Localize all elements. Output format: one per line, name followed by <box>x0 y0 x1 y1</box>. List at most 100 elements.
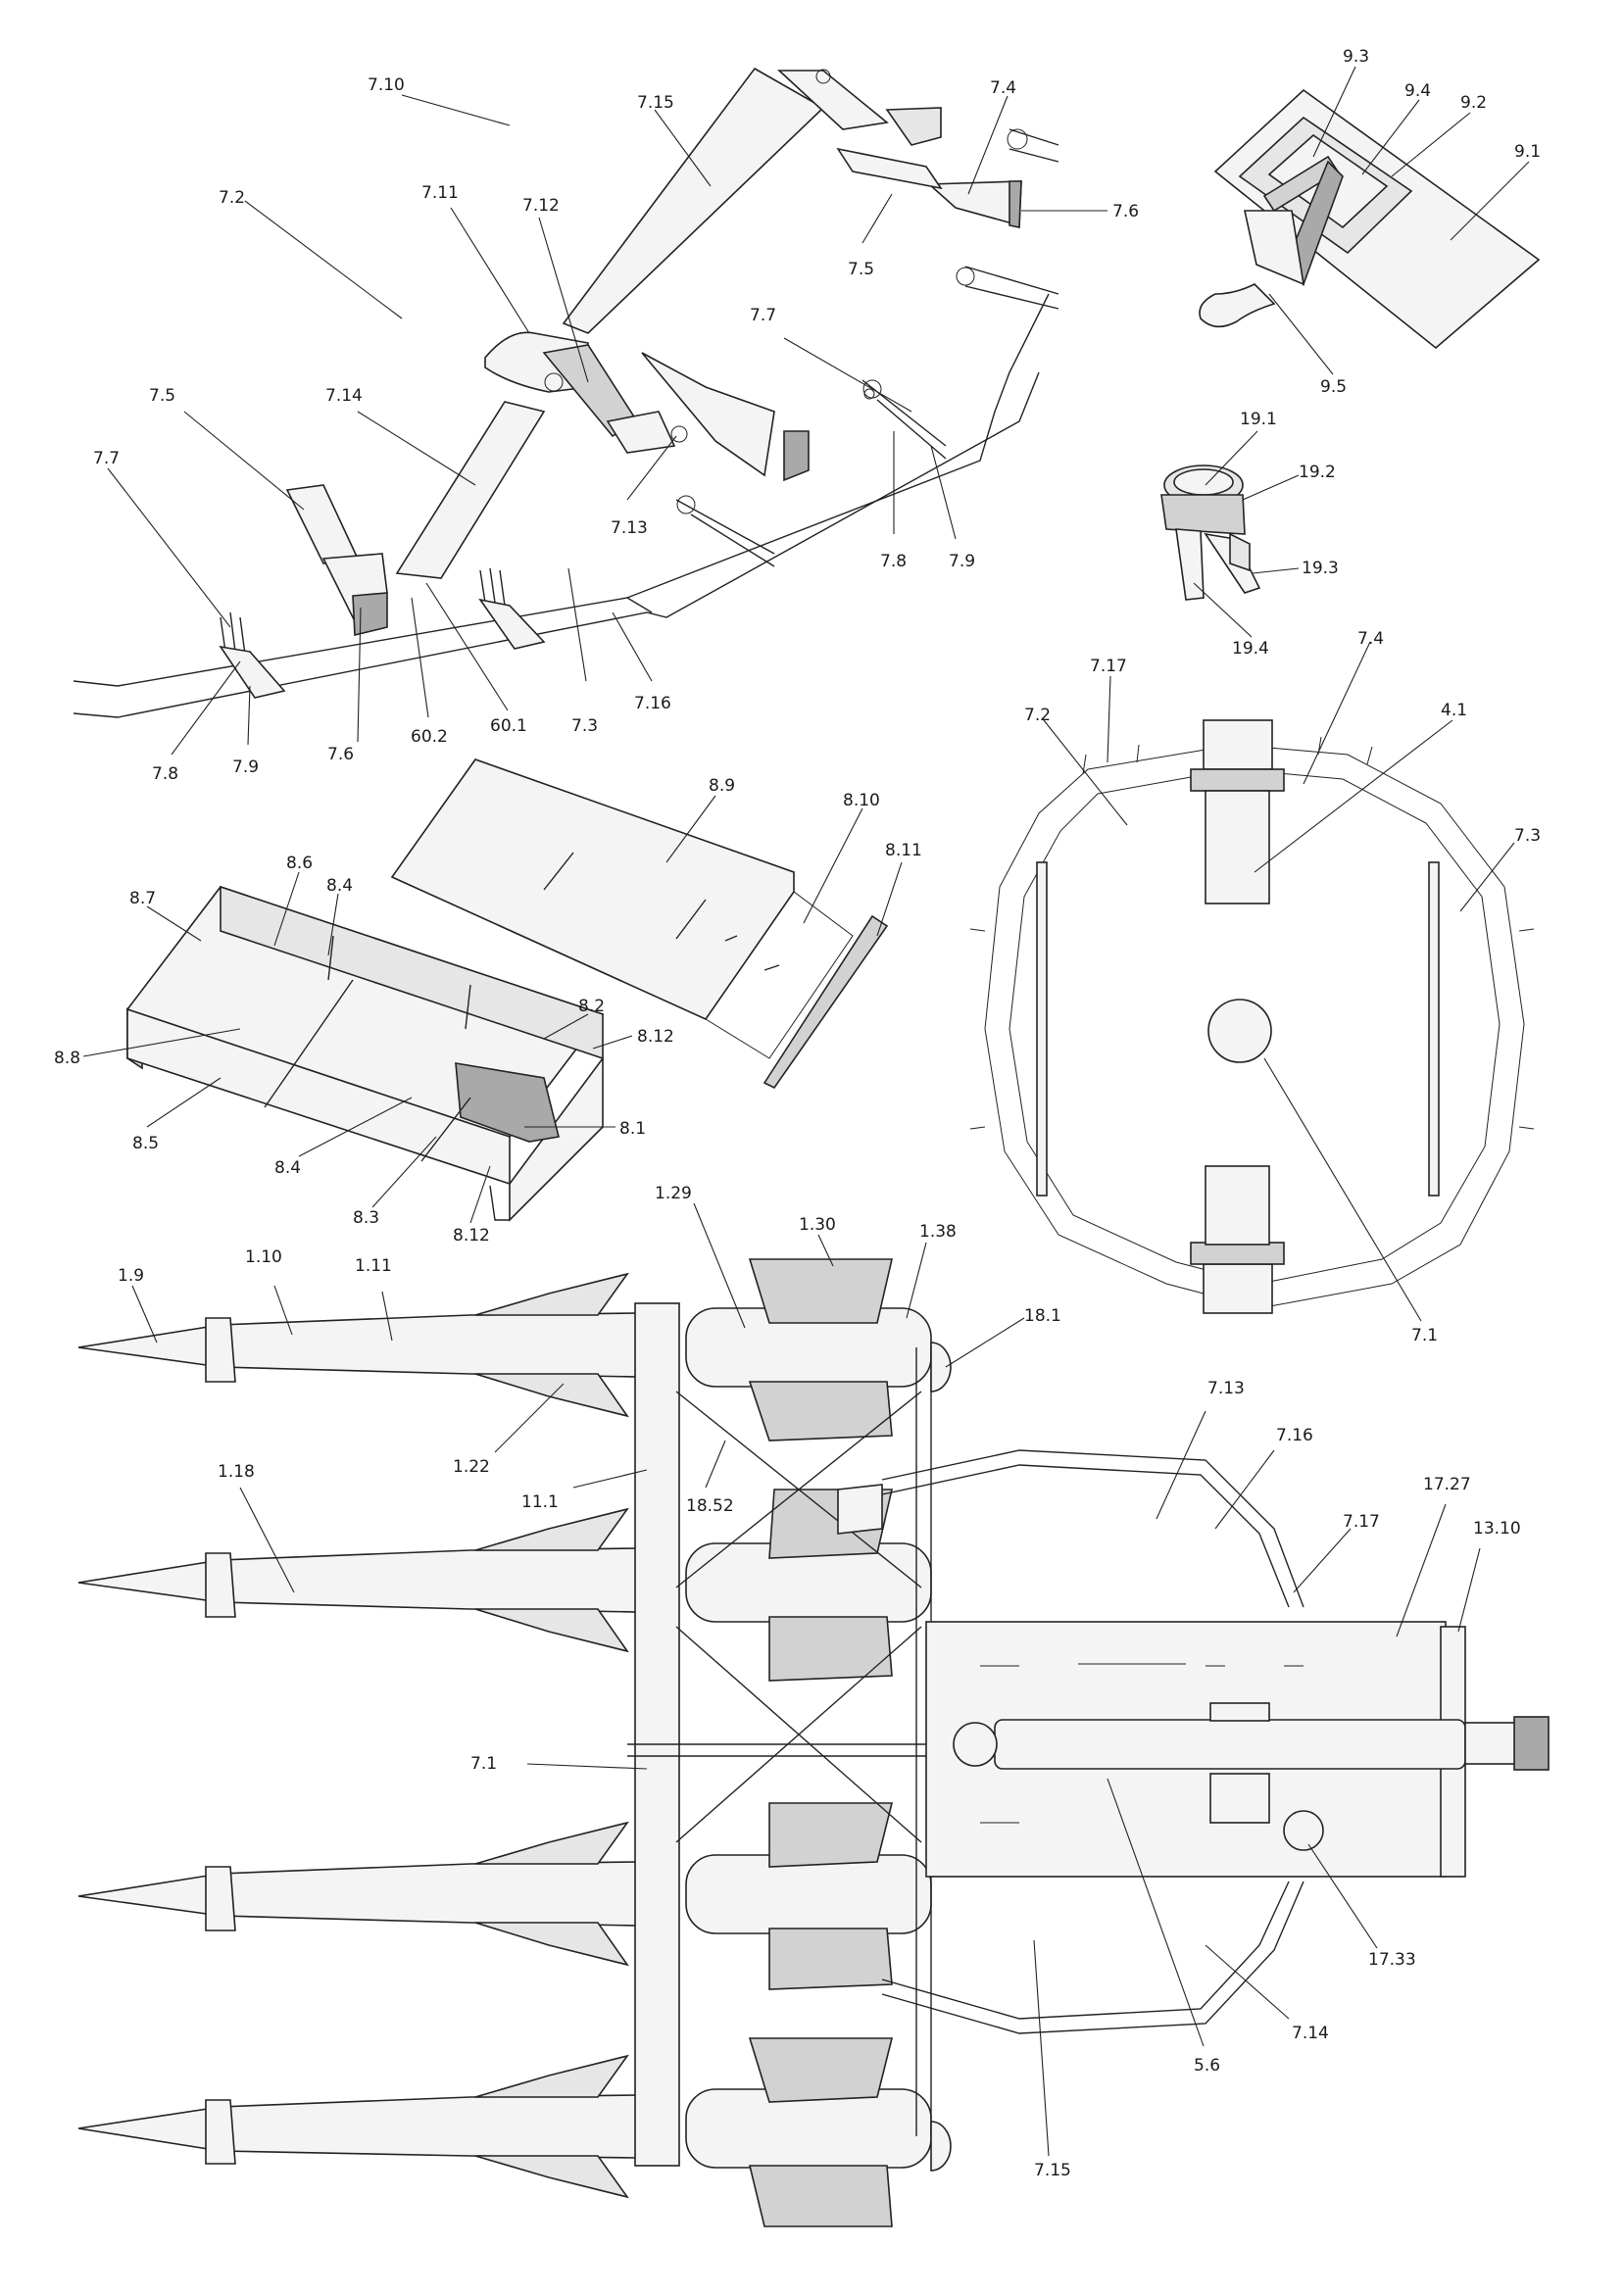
part-8-9 <box>390 758 795 1021</box>
label-17-27: 17.27 <box>1423 1475 1471 1494</box>
label-1-18: 1.18 <box>218 1462 255 1482</box>
label-7-3: 7.3 <box>1514 826 1541 846</box>
label-7-4: 7.4 <box>990 78 1016 98</box>
label-8-7: 8.7 <box>129 889 156 908</box>
label-7-9: 7.9 <box>949 552 975 571</box>
label-1-10: 1.10 <box>245 1247 282 1267</box>
label-60-1: 60.1 <box>490 716 527 736</box>
part-7-11 <box>484 331 589 393</box>
label-11-1: 11.1 <box>521 1492 559 1512</box>
part-7-7-links <box>219 266 1059 699</box>
label-7-13: 7.13 <box>611 518 648 538</box>
part-7-5b <box>285 484 360 564</box>
label-8-8: 8.8 <box>54 1049 80 1068</box>
part-labels: 7.10 7.15 7.4 7.6 7.5 7.2 7.11 7.12 7.7 … <box>54 47 1541 2180</box>
part-17-33 <box>1283 1810 1324 1851</box>
label-1-29: 1.29 <box>655 1184 692 1203</box>
label-7-14: 7.14 <box>325 386 363 406</box>
part-8-11 <box>763 914 889 1090</box>
part-5-6 <box>994 1719 1466 1770</box>
label-7-16: 7.16 <box>1276 1426 1313 1445</box>
missile-2 <box>77 1507 638 1653</box>
label-7-7: 7.7 <box>93 449 120 468</box>
label-7-17: 7.17 <box>1090 657 1127 676</box>
label-9-4: 9.4 <box>1404 81 1431 101</box>
label-7-2: 7.2 <box>1024 706 1051 725</box>
launcher-frame <box>627 1302 1441 2167</box>
missile-4 <box>77 2054 638 2199</box>
label-9-1: 9.1 <box>1514 142 1541 162</box>
label-7-6: 7.6 <box>327 745 354 764</box>
label-8-10: 8.10 <box>843 791 880 810</box>
label-7-11: 7.11 <box>421 183 459 203</box>
label-7-15: 7.15 <box>637 93 674 113</box>
label-8-5: 8.5 <box>132 1134 159 1153</box>
label-9-3: 9.3 <box>1343 47 1369 67</box>
label-8-9: 8.9 <box>709 776 735 796</box>
launcher-assembly-drawing <box>77 1258 1550 2227</box>
label-18-52: 18.52 <box>686 1496 734 1516</box>
label-7-14: 7.14 <box>1292 2024 1329 2043</box>
label-8-12: 8.12 <box>453 1226 490 1246</box>
label-7-4: 7.4 <box>1357 629 1384 649</box>
part-8-5 <box>126 1007 511 1186</box>
label-1-30: 1.30 <box>799 1215 836 1235</box>
label-7-12: 7.12 <box>522 196 560 216</box>
part-7-15 <box>562 67 825 334</box>
label-7-9: 7.9 <box>232 757 259 777</box>
label-8-1: 8.1 <box>619 1119 646 1139</box>
label-7-16: 7.16 <box>634 694 671 713</box>
part-4-1 <box>1203 719 1273 770</box>
label-19-1: 19.1 <box>1240 410 1277 429</box>
missile-1 <box>77 1272 638 1418</box>
label-18-1: 18.1 <box>1024 1306 1061 1326</box>
label-60-2: 60.2 <box>411 727 448 747</box>
label-8-6: 8.6 <box>286 854 313 873</box>
label-9-5: 9.5 <box>1320 377 1347 397</box>
plate-9-drawing <box>1199 88 1541 350</box>
part-7-4 <box>926 180 1022 227</box>
label-7-17: 7.17 <box>1343 1512 1380 1532</box>
label-8-4: 8.4 <box>326 876 353 896</box>
label-8-11: 8.11 <box>885 841 922 860</box>
booster-sections <box>685 1258 932 2227</box>
label-1-38: 1.38 <box>919 1222 957 1242</box>
label-19-2: 19.2 <box>1299 463 1336 482</box>
label-8-2: 8.2 <box>578 997 605 1016</box>
label-7-10: 7.10 <box>368 75 405 95</box>
part-7-5a <box>836 147 943 190</box>
label-7-13: 7.13 <box>1207 1379 1245 1398</box>
label-19-4: 19.4 <box>1232 639 1269 659</box>
label-1-9: 1.9 <box>118 1266 144 1286</box>
label-7-1: 7.1 <box>470 1754 497 1774</box>
label-7-8: 7.8 <box>880 552 907 571</box>
part-9-5 <box>1199 283 1276 328</box>
label-7-5: 7.5 <box>848 260 874 279</box>
label-9-2: 9.2 <box>1460 93 1487 113</box>
ring-center-disk <box>1207 999 1272 1063</box>
label-7-6: 7.6 <box>1112 202 1139 221</box>
label-5-6: 5.6 <box>1194 2056 1220 2076</box>
label-8-3: 8.3 <box>353 1208 379 1228</box>
label-7-7: 7.7 <box>750 306 776 325</box>
label-19-3: 19.3 <box>1302 559 1339 578</box>
part-19-drawing <box>1160 464 1261 601</box>
label-7-3: 7.3 <box>571 716 598 736</box>
label-17-33: 17.33 <box>1368 1950 1416 1970</box>
label-8-12: 8.12 <box>637 1027 674 1047</box>
part-8-1 <box>455 1062 560 1143</box>
label-1-11: 1.11 <box>355 1256 392 1276</box>
label-7-1: 7.1 <box>1411 1326 1438 1345</box>
label-7-15: 7.15 <box>1034 2161 1071 2180</box>
leader-lines <box>82 66 1530 2157</box>
label-4-1: 4.1 <box>1441 701 1467 720</box>
box-8-drawing <box>125 758 889 1222</box>
label-8-4: 8.4 <box>274 1158 301 1178</box>
label-13-10: 13.10 <box>1473 1519 1521 1539</box>
part-7-14 <box>395 401 546 579</box>
arm-assembly-drawing <box>73 67 1059 718</box>
ring-frame-drawing <box>969 719 1535 1314</box>
label-1-22: 1.22 <box>453 1457 490 1477</box>
missile-3 <box>77 1821 638 1967</box>
